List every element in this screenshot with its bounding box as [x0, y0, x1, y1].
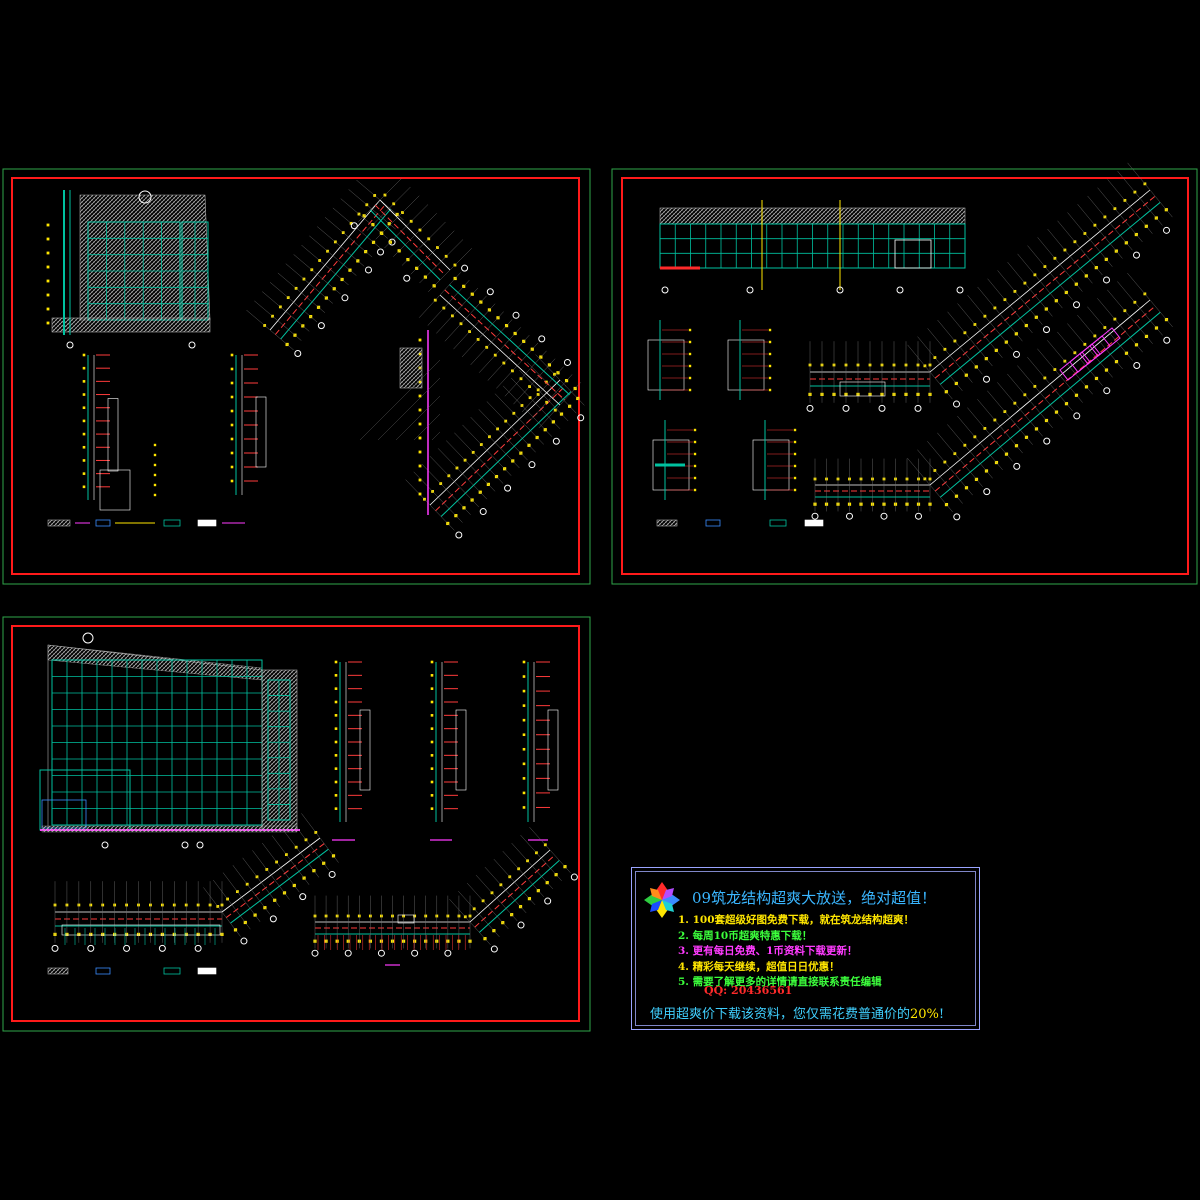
wall-sections	[332, 660, 559, 841]
promo-item-5: 5. 需要了解更多的详情请直接联系责任编辑	[678, 976, 882, 988]
promo-title: 09筑龙结构超爽大放送，绝对超值！	[692, 889, 937, 907]
legend-strip	[656, 519, 824, 527]
promo-item-4: 4. 精彩每天继续，超值日日优惠！	[678, 960, 840, 973]
sheet-top-left	[2, 168, 591, 585]
promo-footer-percent: 20%	[910, 1007, 939, 1022]
sheet-bottom-left-outer-frame	[2, 616, 591, 1032]
promo-panel: 09筑龙结构超爽大放送，绝对超值！ 1. 100套超级好图免费下载，就在筑龙结构…	[631, 867, 980, 1030]
promo-item-1: 1. 100套超级好图免费下载，就在筑龙结构超爽！	[678, 914, 915, 926]
legend-strip	[47, 967, 217, 975]
promo-footer-suffix: !	[938, 1007, 945, 1022]
detail-grid	[647, 320, 797, 500]
highlight-bays	[1059, 327, 1121, 381]
legend-strip	[47, 519, 245, 527]
strip-elevation	[659, 200, 966, 294]
angled-plan-a	[246, 178, 472, 358]
tower-elevation	[39, 632, 300, 849]
promo-footer: 使用超爽价下载该资料，您仅需花费普通价的20%!	[650, 1003, 944, 1022]
angled-plan-b	[359, 264, 585, 539]
promo-panel-inner-border	[635, 871, 976, 1026]
sheet-bottom-left	[2, 616, 591, 1032]
sheet-top-right-outer-frame	[611, 168, 1198, 585]
section-detail-a	[82, 353, 131, 511]
sheet-top-left-title-border	[11, 177, 580, 575]
section-detail-b	[153, 353, 267, 497]
promo-footer-prefix: 使用超爽价下载该资料，您仅需花费普通价的	[650, 1007, 911, 1022]
sheet-top-left-outer-frame	[2, 168, 591, 585]
promo-item-3: 3. 更有每日免费、1币资料下载更新！	[678, 945, 858, 957]
promo-qq: QQ: 20436561	[704, 984, 793, 997]
sheet-bottom-left-title-border	[11, 625, 580, 1022]
sheet-top-right-title-border	[621, 177, 1189, 575]
sheet-top-right	[611, 162, 1198, 585]
angled-plan	[806, 162, 1173, 521]
elevation-drawing	[46, 190, 211, 349]
promo-item-2: 2. 每周10币超爽特惠下载！	[678, 929, 813, 942]
bottom-plan	[51, 813, 578, 966]
pinwheel-logo-icon	[644, 882, 680, 918]
